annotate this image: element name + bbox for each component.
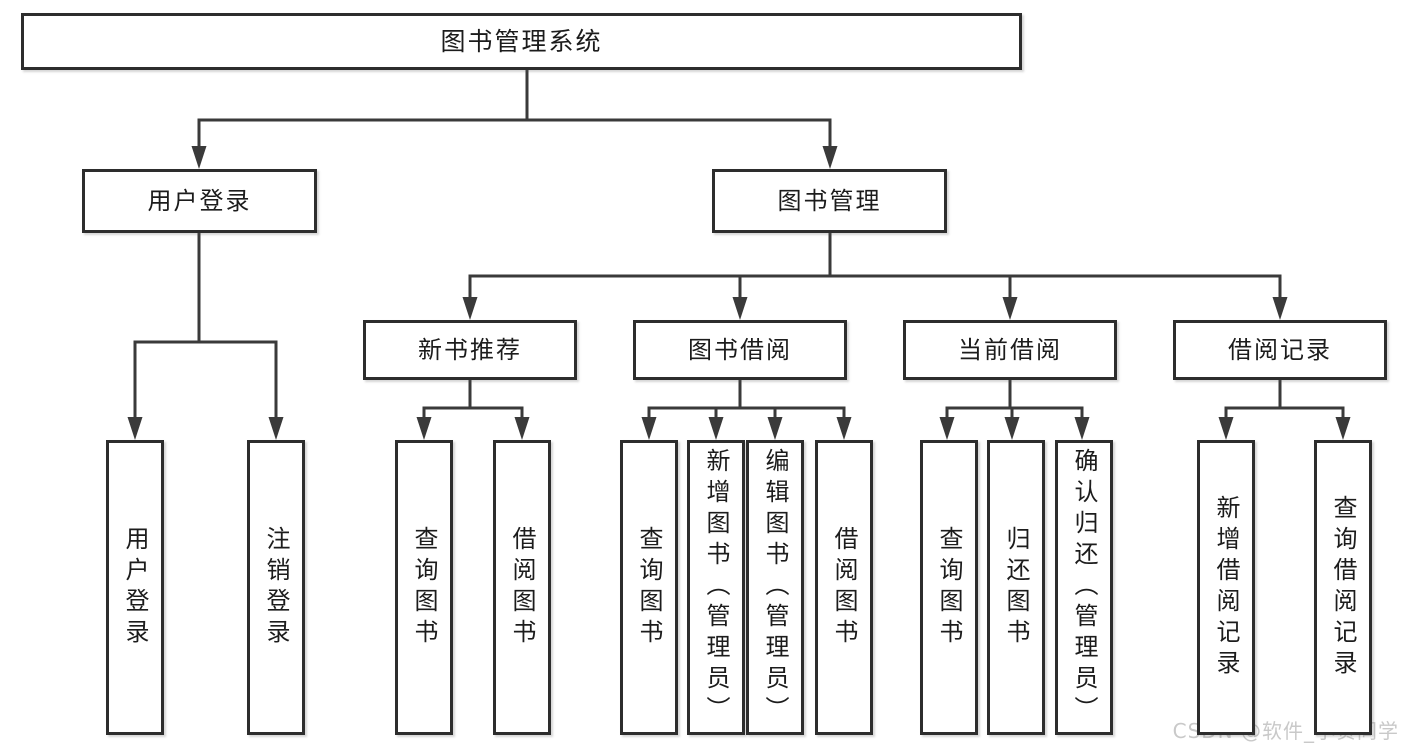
connector-current-borrowing-children [939,380,1090,440]
arrowhead-icon [822,146,838,169]
arrowhead-icon [708,417,724,440]
node-leaf-logout: 注销登录 [247,440,305,735]
node-label-borrowing-records: 借阅记录 [1228,336,1332,364]
node-label-leaf-edit-books-admin: 编辑图书（管理员） [761,448,789,727]
node-leaf-query-borrow-record: 查询借阅记录 [1314,440,1372,735]
node-leaf-borrow-books-rec: 借阅图书 [493,440,551,735]
arrowhead-icon [514,417,530,440]
node-book-management-branch: 图书管理 [712,169,947,233]
node-leaf-add-borrow-record: 新增借阅记录 [1197,440,1255,735]
connector-user-login-children [127,233,284,440]
node-label-book-management-branch: 图书管理 [777,187,882,215]
node-label-leaf-confirm-return-admin: 确认归还（管理员） [1070,448,1098,727]
node-label-user-login-branch: 用户登录 [147,187,252,215]
node-leaf-borrow-books-borrow: 借阅图书 [815,440,873,735]
arrowhead-icon [127,417,143,440]
node-label-leaf-borrow-books-borrow: 借阅图书 [830,525,858,650]
node-label-book-borrowing: 图书借阅 [688,336,792,364]
arrowhead-icon [641,417,657,440]
arrowhead-icon [939,417,955,440]
node-label-leaf-query-borrow-record: 查询借阅记录 [1329,494,1357,681]
node-label-leaf-return-books: 归还图书 [1002,525,1030,650]
node-leaf-query-books-current: 查询图书 [920,440,978,735]
arrowhead-icon [767,417,783,440]
node-label-root: 图书管理系统 [440,27,603,56]
node-leaf-add-books-admin: 新增图书（管理员） [687,440,745,735]
node-borrowing-records: 借阅记录 [1173,320,1387,380]
node-label-current-borrowing: 当前借阅 [958,336,1062,364]
arrowhead-icon [1335,417,1351,440]
node-leaf-return-books: 归还图书 [987,440,1045,735]
node-label-leaf-borrow-books-rec: 借阅图书 [508,525,536,650]
arrowhead-icon [1218,417,1234,440]
connector-borrowing-records-children [1218,380,1351,440]
arrowhead-icon [416,417,432,440]
node-leaf-edit-books-admin: 编辑图书（管理员） [746,440,804,735]
arrowhead-icon [732,297,748,320]
node-user-login-branch: 用户登录 [82,169,317,233]
arrowhead-icon [191,146,207,169]
node-label-leaf-add-borrow-record: 新增借阅记录 [1212,494,1240,681]
node-book-borrowing: 图书借阅 [633,320,847,380]
node-label-leaf-user-login: 用户登录 [121,525,149,650]
node-root: 图书管理系统 [21,13,1022,70]
node-label-leaf-query-books-current: 查询图书 [935,525,963,650]
node-label-leaf-query-books-borrow: 查询图书 [635,525,663,650]
arrowhead-icon [462,297,478,320]
arrowhead-icon [836,417,852,440]
arrowhead-icon [1074,417,1090,440]
node-leaf-query-books-borrow: 查询图书 [620,440,678,735]
node-new-book-recommend: 新书推荐 [363,320,577,380]
node-current-borrowing: 当前借阅 [903,320,1117,380]
node-leaf-query-books-rec: 查询图书 [395,440,453,735]
connector-root-to-level1 [191,70,838,169]
node-label-new-book-recommend: 新书推荐 [418,336,522,364]
connector-book-management-children [462,233,1288,320]
arrowhead-icon [1272,297,1288,320]
node-label-leaf-add-books-admin: 新增图书（管理员） [702,448,730,727]
node-label-leaf-query-books-rec: 查询图书 [410,525,438,650]
connector-book-borrowing-children [641,380,852,440]
node-leaf-confirm-return-admin: 确认归还（管理员） [1055,440,1113,735]
connector-new-book-recommend-children [416,380,530,440]
arrowhead-icon [1002,297,1018,320]
node-leaf-user-login: 用户登录 [106,440,164,735]
arrowhead-icon [268,417,284,440]
node-label-leaf-logout: 注销登录 [262,525,290,650]
arrowhead-icon [1004,417,1020,440]
